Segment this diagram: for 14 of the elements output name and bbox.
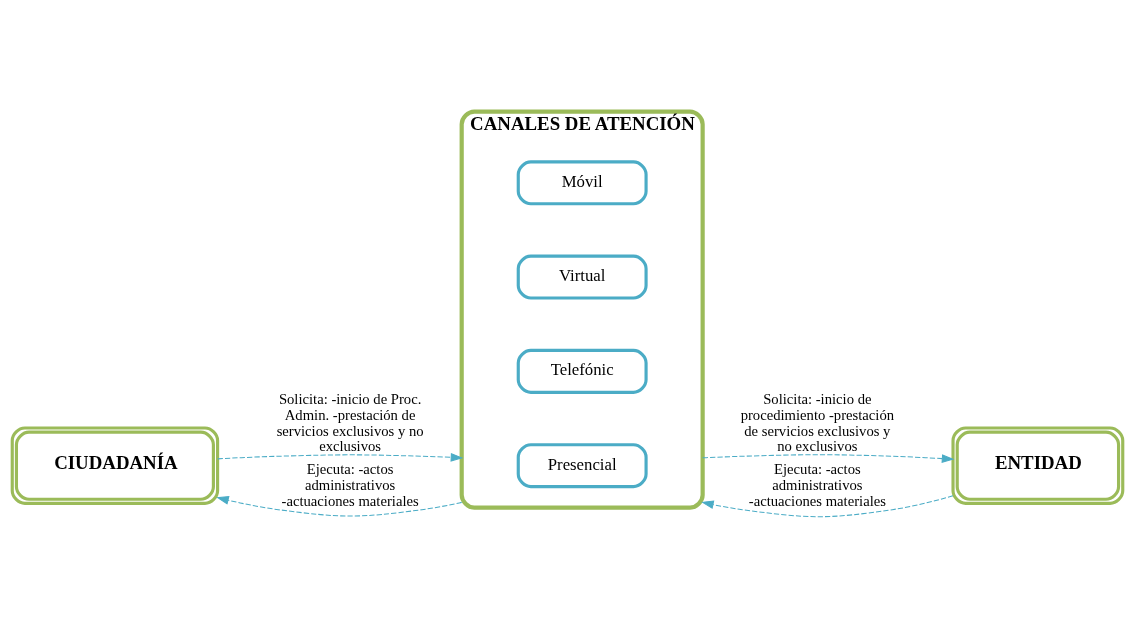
edge-label: Ejecuta: -actos administrativos -actuaciones materiales [281, 461, 419, 509]
node-box: Presencial [516, 443, 648, 489]
arrow [702, 454, 955, 463]
node-box: ENTIDAD [951, 426, 1125, 505]
node-box: Móvil [516, 160, 648, 206]
edge-label: Ejecuta: -actos administrativos -actuaciones materiales [748, 461, 886, 509]
edge-label: Solicita: -inicio de Proc. Admin. -prestación de servicios exclusivos y no exclusivos [276, 391, 424, 455]
node-box: Telefónic [516, 348, 648, 394]
edge-label: Solicita: -inicio de procedimiento -prestación de servicios exclusivos y no exclusivos [740, 391, 895, 455]
arrow [216, 496, 463, 517]
arrow [217, 452, 464, 462]
node-box: Virtual [516, 254, 648, 300]
arrow [701, 495, 954, 518]
node-box: CIUDADANÍA [10, 426, 220, 505]
